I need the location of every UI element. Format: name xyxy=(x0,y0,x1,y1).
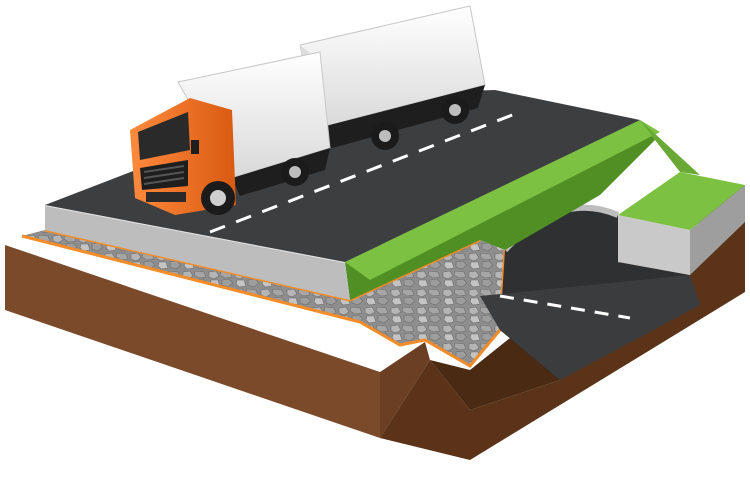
truck-cab xyxy=(130,98,236,215)
grass-slope xyxy=(345,120,700,300)
truck xyxy=(130,5,486,215)
concrete-headwall xyxy=(618,172,745,275)
asphalt-road xyxy=(45,90,640,262)
